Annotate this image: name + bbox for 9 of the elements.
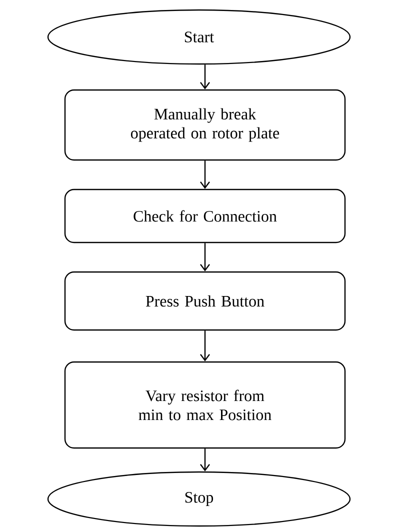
process-box: Check for Connection: [64, 188, 346, 244]
arrow: [200, 160, 210, 189]
process-box: Vary resistor from min to max Position: [64, 361, 346, 449]
process-box: Manually break operated on rotor plate: [64, 89, 346, 161]
arrow: [200, 64, 210, 90]
arrow: [200, 243, 210, 272]
process-box: Press Push Button: [64, 271, 346, 331]
arrow: [200, 448, 210, 472]
arrow: [200, 330, 210, 362]
